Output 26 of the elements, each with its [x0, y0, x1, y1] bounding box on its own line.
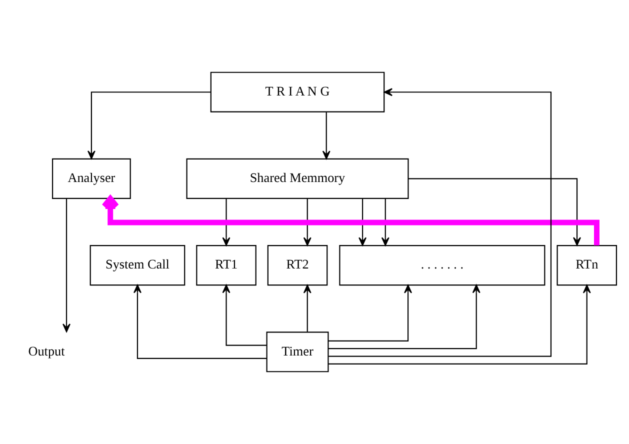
node-box: Timer [266, 332, 329, 372]
node-box: Shared Memmory [186, 158, 409, 199]
node-box: Analyser [52, 158, 131, 199]
arrow [133, 284, 267, 360]
node-box: RT2 [267, 245, 328, 286]
node-text: Output [28, 343, 65, 358]
arrow [222, 198, 230, 246]
node-box: T R I A N G [210, 72, 385, 112]
arrow [328, 88, 552, 357]
node-box: System Call [90, 245, 186, 286]
arrow [408, 178, 582, 246]
arrow [322, 112, 330, 160]
node-box: . . . . . . . [339, 245, 546, 286]
node-box: RTn [556, 245, 618, 286]
arrow [87, 92, 211, 160]
arrow [303, 284, 312, 332]
arrow [381, 198, 390, 246]
node-box: RT1 [196, 245, 256, 286]
arrow [303, 198, 312, 246]
arrow [62, 198, 71, 332]
arrow [222, 284, 266, 346]
arrow [358, 198, 367, 246]
arrow [328, 284, 591, 364]
arrow [328, 284, 480, 350]
arrow [101, 196, 600, 246]
arrow [328, 284, 412, 342]
